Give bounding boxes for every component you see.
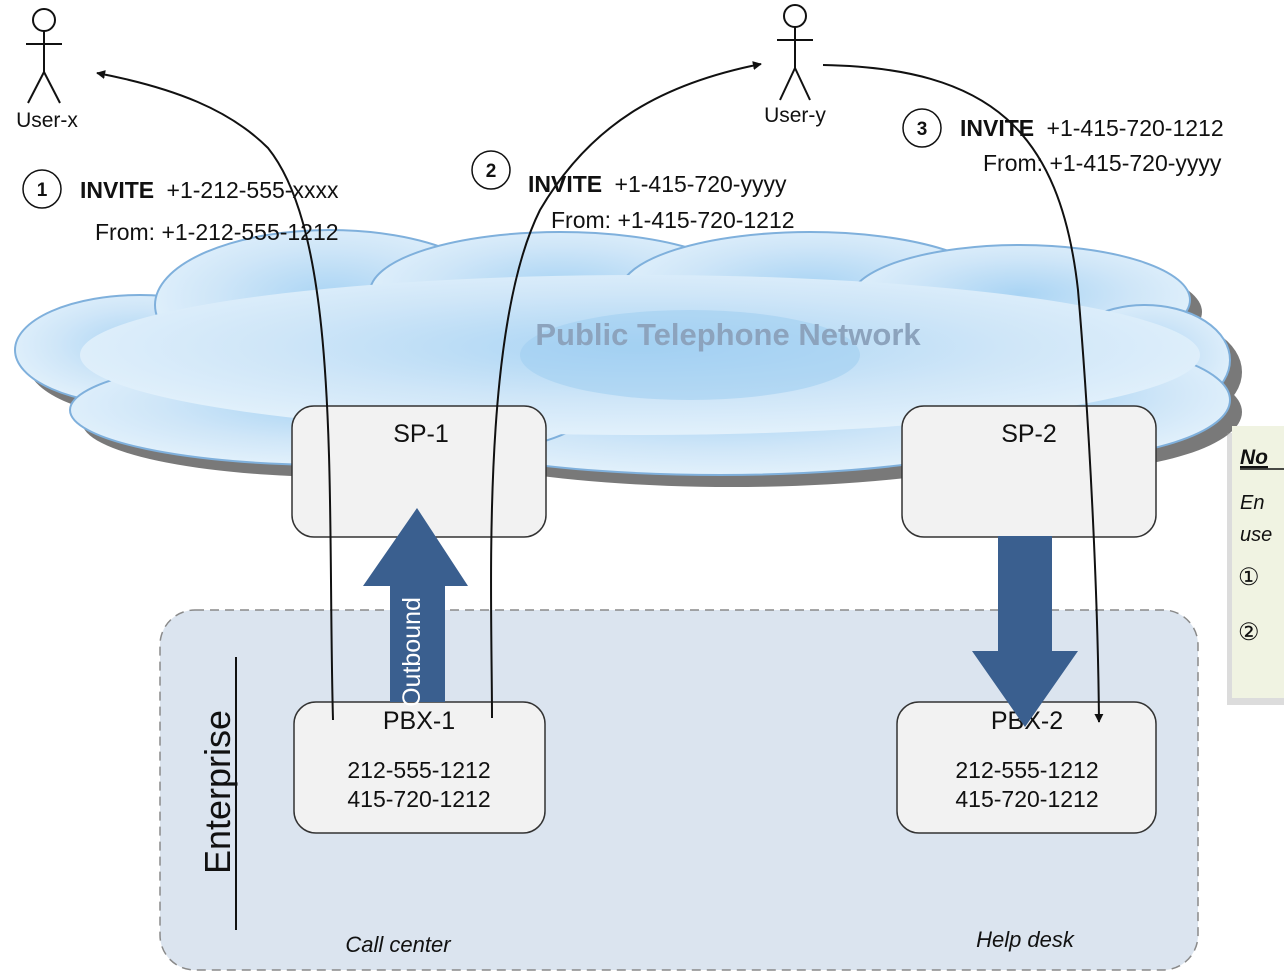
sp2-label: SP-2 xyxy=(1001,420,1057,448)
message-1-from: From: +1-212-555-1212 xyxy=(95,219,339,245)
note-item-2: ② xyxy=(1238,619,1260,646)
pbx2-number-2: 415-720-1212 xyxy=(955,786,1098,812)
message-3-invite: INVITE +1-415-720-1212 xyxy=(960,115,1224,141)
sp1-label: SP-1 xyxy=(393,420,449,448)
message-1-to: +1-212-555-xxxx xyxy=(167,177,339,203)
step-1-number: 1 xyxy=(37,180,48,201)
note-line-1: En xyxy=(1240,492,1264,514)
step-1-badge xyxy=(22,169,62,209)
user-x-figure xyxy=(26,8,62,104)
note-panel: No En use ① ② xyxy=(1227,426,1284,705)
user-y-figure xyxy=(777,4,813,101)
pbx2-number-1: 212-555-1212 xyxy=(955,757,1098,783)
pbx1-label: PBX-1 xyxy=(383,707,455,735)
pbx1-number-1: 212-555-1212 xyxy=(347,757,490,783)
message-3-from: From: +1-415-720-yyyy xyxy=(983,150,1222,176)
message-2-to: +1-415-720-yyyy xyxy=(615,171,787,197)
inbound-arrow xyxy=(972,536,1078,727)
message-3-method: INVITE xyxy=(960,115,1034,141)
user-x-label: User-x xyxy=(16,109,78,132)
note-title: No xyxy=(1240,446,1268,469)
message-1-method: INVITE xyxy=(80,177,154,203)
message-2-from: From: +1-415-720-1212 xyxy=(551,207,795,233)
step-2-number: 2 xyxy=(486,161,497,182)
call-flow-3-line xyxy=(822,64,1104,723)
message-2-method: INVITE xyxy=(528,171,602,197)
message-1-invite: INVITE +1-212-555-xxxx xyxy=(80,177,339,203)
step-3-number: 3 xyxy=(917,119,928,140)
step-2-badge xyxy=(471,150,511,190)
message-2-invite: INVITE +1-415-720-yyyy xyxy=(528,171,787,197)
step-3-badge xyxy=(902,108,942,148)
user-y-label: User-y xyxy=(764,104,826,127)
enterprise-label: Enterprise xyxy=(197,710,238,874)
pbx1-caption: Call center xyxy=(345,932,452,957)
outbound-arrow xyxy=(363,508,468,702)
network-label: Public Telephone Network xyxy=(535,317,921,352)
pbx2-caption: Help desk xyxy=(976,927,1075,952)
call-flow-2-line xyxy=(490,61,762,719)
call-flow-1-line xyxy=(96,70,334,721)
outbound-label: Outbound xyxy=(398,597,426,707)
note-item-1: ① xyxy=(1238,564,1260,591)
note-line-2: use xyxy=(1240,524,1272,546)
pbx1-number-2: 415-720-1212 xyxy=(347,786,490,812)
message-3-to: +1-415-720-1212 xyxy=(1047,115,1224,141)
